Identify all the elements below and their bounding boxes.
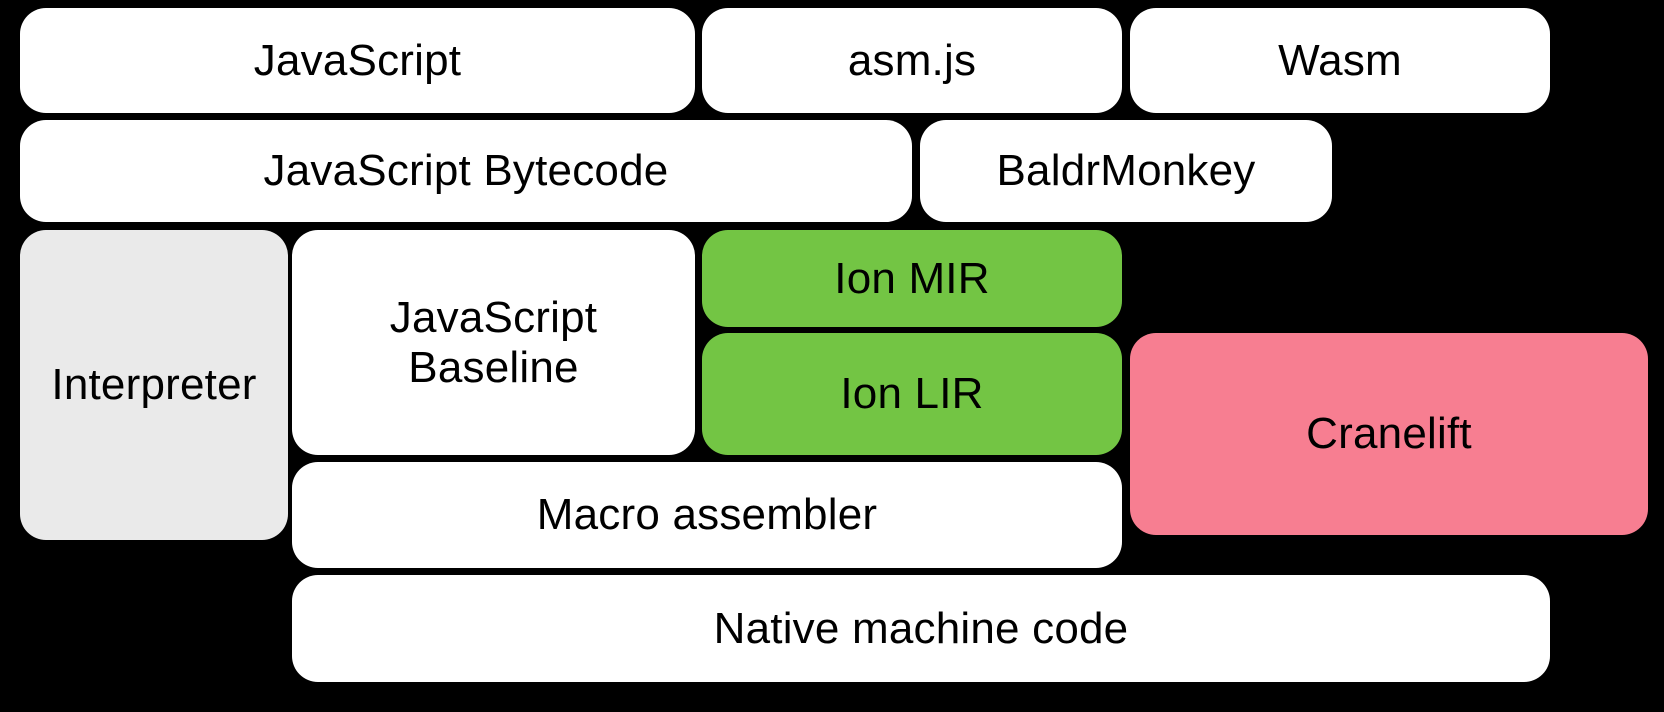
node-javascript-bytecode: JavaScript Bytecode [20, 120, 912, 222]
node-ion-mir: Ion MIR [702, 230, 1122, 327]
node-native-machine-code: Native machine code [292, 575, 1550, 682]
node-macro-assembler: Macro assembler [292, 462, 1122, 568]
node-interpreter: Interpreter [20, 230, 288, 540]
node-cranelift: Cranelift [1130, 333, 1648, 535]
node-baldrmonkey: BaldrMonkey [920, 120, 1332, 222]
node-ion-lir: Ion LIR [702, 333, 1122, 455]
node-wasm: Wasm [1130, 8, 1550, 113]
node-javascript-baseline: JavaScript Baseline [292, 230, 695, 455]
node-asmjs: asm.js [702, 8, 1122, 113]
node-javascript: JavaScript [20, 8, 695, 113]
